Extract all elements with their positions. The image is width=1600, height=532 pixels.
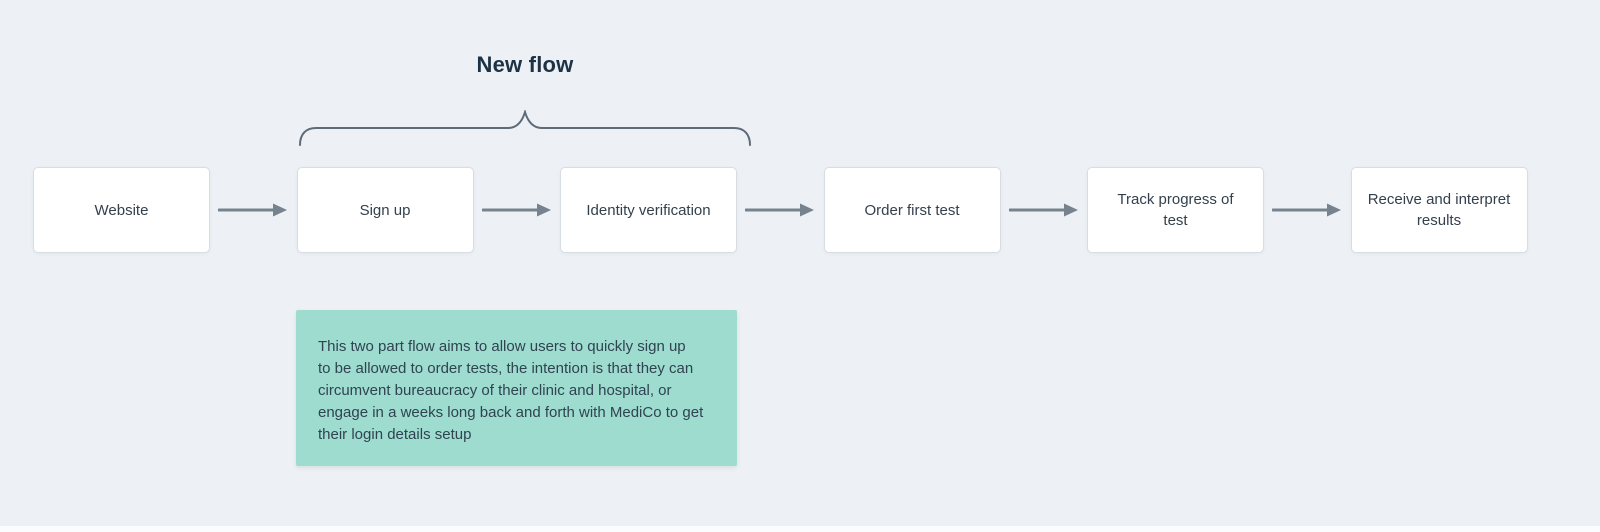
arrow-connector [474,202,561,218]
arrow-right-icon [1272,203,1342,217]
curly-brace-icon [299,110,751,146]
flow-step-box[interactable]: Identity verification [560,167,737,253]
arrow-connector [737,202,824,218]
sticky-note-text: This two part flow aims to allow users t… [318,338,704,443]
flow-step-box[interactable]: Order first test [823,167,1001,253]
flow-step-label: Identity verification [586,201,711,219]
bottom-strip [0,526,1600,532]
arrow-right-icon [1008,203,1078,217]
flow-step-label: Sign up [359,201,411,219]
flow-title[interactable]: New flow [476,52,574,77]
flow-step-label: Track progress of test [1117,191,1234,229]
arrow-connector [1001,202,1088,218]
flow-step-label: Order first test [864,201,960,219]
arrow-right-icon [218,203,288,217]
sticky-note[interactable]: This two part flow aims to allow users t… [296,310,737,466]
flow-step-box[interactable]: Sign up [296,167,474,253]
arrow-right-icon [481,203,551,217]
flow-step-label: Website [94,201,149,219]
arrow-connector [1264,202,1351,218]
flow-step-label: Receive and interpret results [1367,191,1511,229]
flow-row: Website Sign up Identity verification Order… [33,167,1528,253]
arrow-right-icon [745,203,815,217]
flow-step-box[interactable]: Track progress of test [1087,167,1264,253]
arrow-connector [210,202,297,218]
flow-step-box[interactable]: Website [33,167,210,253]
flow-step-box[interactable]: Receive and interpret results [1350,167,1528,253]
